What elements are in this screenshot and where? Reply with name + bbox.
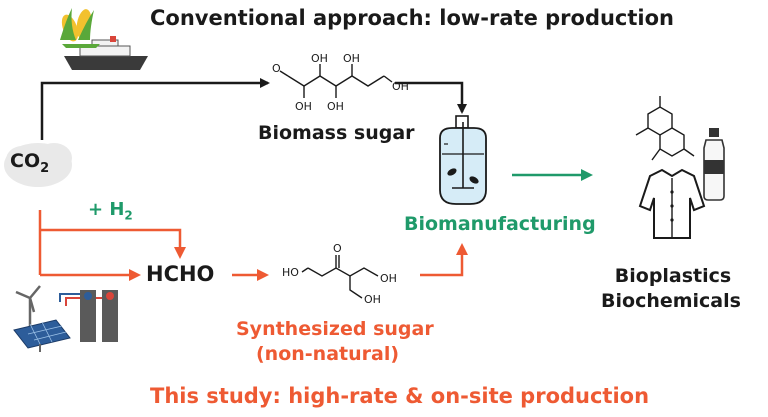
- h2-branch-arrow: [40, 228, 186, 259]
- glucose-oh-2: OH: [311, 52, 328, 65]
- sugar-to-reactor-orange-arrow: [420, 243, 468, 277]
- glucose-o: O: [272, 62, 281, 75]
- h2-subscript: 2: [124, 208, 133, 223]
- sugar-to-reactor-arrow: [395, 81, 467, 114]
- biomanufacturing-label: Biomanufacturing: [404, 213, 596, 235]
- co2-text: CO: [10, 150, 41, 172]
- synthesized-sugar-label: Synthesized sugar: [236, 318, 434, 340]
- synth-oh-1: OH: [380, 272, 397, 285]
- h2-text: + H: [88, 199, 125, 220]
- hcho-label: HCHO: [146, 262, 215, 286]
- glucose-oh-1: OH: [295, 100, 312, 113]
- conventional-arrow: [40, 78, 270, 140]
- synth-o: O: [333, 242, 342, 255]
- co2-label: CO2: [10, 150, 49, 176]
- glucose-oh-3: OH: [327, 100, 344, 113]
- co2-subscript: 2: [40, 160, 50, 176]
- glucose-oh-4: OH: [343, 52, 360, 65]
- polymer-molecule-icon: [635, 96, 695, 161]
- bioreactor-icon: [439, 115, 487, 205]
- h2-label: + H2: [88, 199, 133, 223]
- this-study-title: This study: high-rate & on-site producti…: [150, 384, 650, 408]
- conventional-title: Conventional approach: low-rate producti…: [150, 6, 674, 30]
- co2-cloud-icon: [4, 143, 72, 187]
- biomass-sugar-label: Biomass sugar: [258, 122, 415, 144]
- synthesized-sugar-structure: [301, 255, 379, 299]
- bottle-icon: [703, 128, 725, 201]
- glucose-oh-5: OH: [392, 80, 409, 93]
- synth-ho: HO: [282, 266, 299, 279]
- non-natural-label: (non-natural): [256, 343, 400, 365]
- glucose-structure: [279, 64, 393, 98]
- ship-corn-icon: [60, 8, 148, 70]
- renewable-energy-icon: [13, 285, 118, 352]
- shirt-icon: [638, 168, 706, 239]
- bioplastics-label: Bioplastics: [614, 265, 732, 287]
- synth-oh-2: OH: [364, 293, 381, 306]
- biochemicals-label: Biochemicals: [601, 290, 741, 312]
